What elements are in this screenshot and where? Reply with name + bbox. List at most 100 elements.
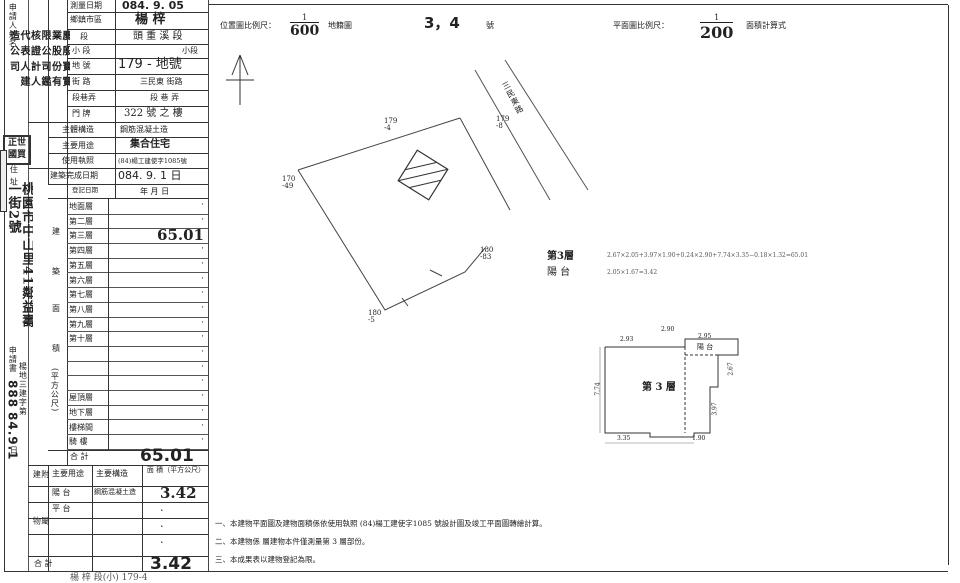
annex-use: 平 台	[52, 504, 71, 513]
survey-date-value: 084. 9. 05	[122, 0, 184, 12]
floor-area: ·	[201, 405, 204, 416]
floor-row: 第六層·	[67, 273, 208, 289]
frame-right	[948, 5, 949, 565]
floor-row: 第三層 65.01	[67, 226, 208, 245]
license-value: (84)楊工建使字1085號	[118, 157, 187, 165]
floor-label: 第八層	[69, 304, 93, 314]
reg-value: 年 月 日	[140, 187, 170, 196]
floor-row: 第七層 ·	[67, 287, 208, 303]
plan-center-label: 第 3 層	[642, 382, 676, 393]
note-3: 三、本成果表以建物登記為限。	[215, 555, 320, 564]
left-strip	[4, 0, 29, 571]
area-side-product: 積	[52, 344, 60, 353]
lane-value: 段 巷 弄	[150, 93, 180, 102]
note-1: 一、本建物平面圖及建物面積係依使用執照 (84)楊工建使字1085 號設計圖及竣…	[215, 519, 547, 528]
section-value: 頭 重 溪 段	[133, 31, 183, 42]
lot-170-49: 170 -49	[282, 175, 296, 190]
license-label: 使用執照	[62, 156, 94, 165]
annex-total-value: 3.42	[150, 554, 192, 574]
floor-label: 第九層	[69, 319, 93, 329]
application-date: 84.9.1	[5, 412, 20, 461]
total-value: 65.01	[140, 446, 194, 466]
floor-label: 騎 樓	[69, 437, 88, 447]
note-2: 二、本建物係 層建物本件僅測量第 3 層部份。	[215, 537, 370, 546]
floor-area: ·	[201, 420, 204, 431]
floor-area: ·	[201, 361, 204, 372]
reg-label: 登記日期	[72, 186, 98, 194]
area-side-face: 面	[52, 304, 60, 313]
floor-row: ·	[67, 346, 208, 362]
structure-value: 鋼筋混凝土造	[120, 125, 168, 134]
floor-label: 第二層	[69, 216, 93, 226]
road-label: 街 路	[72, 77, 91, 86]
floor-area: ·	[201, 288, 204, 299]
day-label: 日	[9, 446, 19, 455]
floor-row: 地面層 ·	[67, 199, 208, 215]
frame-top-right	[208, 4, 948, 5]
floor-scale-label: 平面圖比例尺：	[613, 21, 669, 30]
structure-label: 主體構造	[62, 125, 94, 134]
floor-area: ·	[201, 391, 204, 402]
floor-label: 地面層	[69, 202, 93, 211]
floor-row: 屋頂層 ·	[67, 390, 208, 406]
map-sheet-suffix: 號	[486, 21, 494, 30]
plan-dim-1: 2.93	[620, 336, 634, 343]
floor-area: ·	[201, 200, 204, 210]
floor-row: ·	[67, 375, 208, 392]
calc-balcony-label: 陽 台	[547, 267, 571, 278]
total-label: 合 計	[70, 452, 89, 461]
floor-row: 第八層·	[67, 302, 208, 318]
floor-label: 第三層	[69, 231, 93, 241]
application-sub: 楊地三建字第	[18, 362, 28, 416]
applicant-label: 申請人姓名	[8, 3, 18, 48]
floor-label: 第七層	[69, 290, 93, 300]
annex-struct: 鋼筋混凝土造	[94, 488, 136, 496]
floor-label: 第四層	[69, 246, 93, 256]
floor-area: ·	[201, 273, 204, 284]
map-sheet-label: 地籍圖	[328, 21, 352, 30]
floor-row: 樓梯間·	[67, 420, 208, 436]
map-sheet-no: 3，4	[424, 14, 460, 32]
road-value: 三民東 街路	[140, 77, 183, 86]
use-value: 集合住宅	[130, 139, 170, 150]
info-divider	[48, 0, 49, 185]
annex-col2: 主要構造	[96, 469, 128, 478]
completion-value: 084. 9. 1 日	[118, 169, 182, 182]
land-no-label: 地 號	[72, 61, 91, 70]
floor-label: 地下層	[69, 407, 93, 417]
land-no-value: 179 - 地號	[118, 57, 182, 72]
annex-area: ·	[160, 520, 164, 533]
plan-dim-10: 1.90	[692, 435, 706, 442]
annex-col1: 主要用途	[52, 469, 84, 478]
district-value: 楊 梓	[135, 12, 166, 27]
floor-area: ·	[201, 317, 204, 328]
floor-row: 地下層 ·	[67, 405, 208, 421]
annex-col3: 面 積（平方公尺）	[146, 466, 206, 474]
floor-scale-fraction: 1 200	[700, 13, 734, 42]
floor-row: 第十層·	[67, 331, 208, 347]
annex-total-label: 合 計	[34, 559, 53, 568]
floor-row: ·	[67, 361, 208, 377]
plan-dim-5: 2.67	[727, 362, 735, 376]
floor-area: ·	[201, 214, 204, 225]
plan-dim-6: 7.74	[594, 382, 602, 396]
binding-tab	[0, 150, 7, 212]
scale-label: 位置圖比例尺：	[220, 21, 276, 30]
area-side-building: 建	[52, 227, 60, 236]
floor-row: 第四層 ·	[67, 243, 208, 259]
floor-area: ·	[201, 244, 204, 255]
floor-label: 屋頂層	[69, 393, 93, 403]
district-label: 鄉鎮市區	[70, 15, 102, 24]
floor-plan	[599, 338, 739, 444]
floor-label: 第五層	[69, 260, 93, 270]
lot-180-5: 180 -5	[368, 309, 382, 324]
footer-text: 楊 梓 段(小) 179-4	[70, 573, 148, 583]
subsection-label: 小 段	[72, 46, 91, 55]
floor-row: 第五層·	[67, 258, 208, 274]
floor-area: 65.01	[157, 226, 204, 245]
floor-area: ·	[201, 435, 204, 446]
floor-area: ·	[201, 347, 204, 357]
plan-dim-0: 2.90	[661, 326, 675, 333]
address-value: 桃園市中山里41鄰益壽一街2號	[6, 182, 34, 329]
scale-fraction: 1 600	[290, 13, 320, 39]
